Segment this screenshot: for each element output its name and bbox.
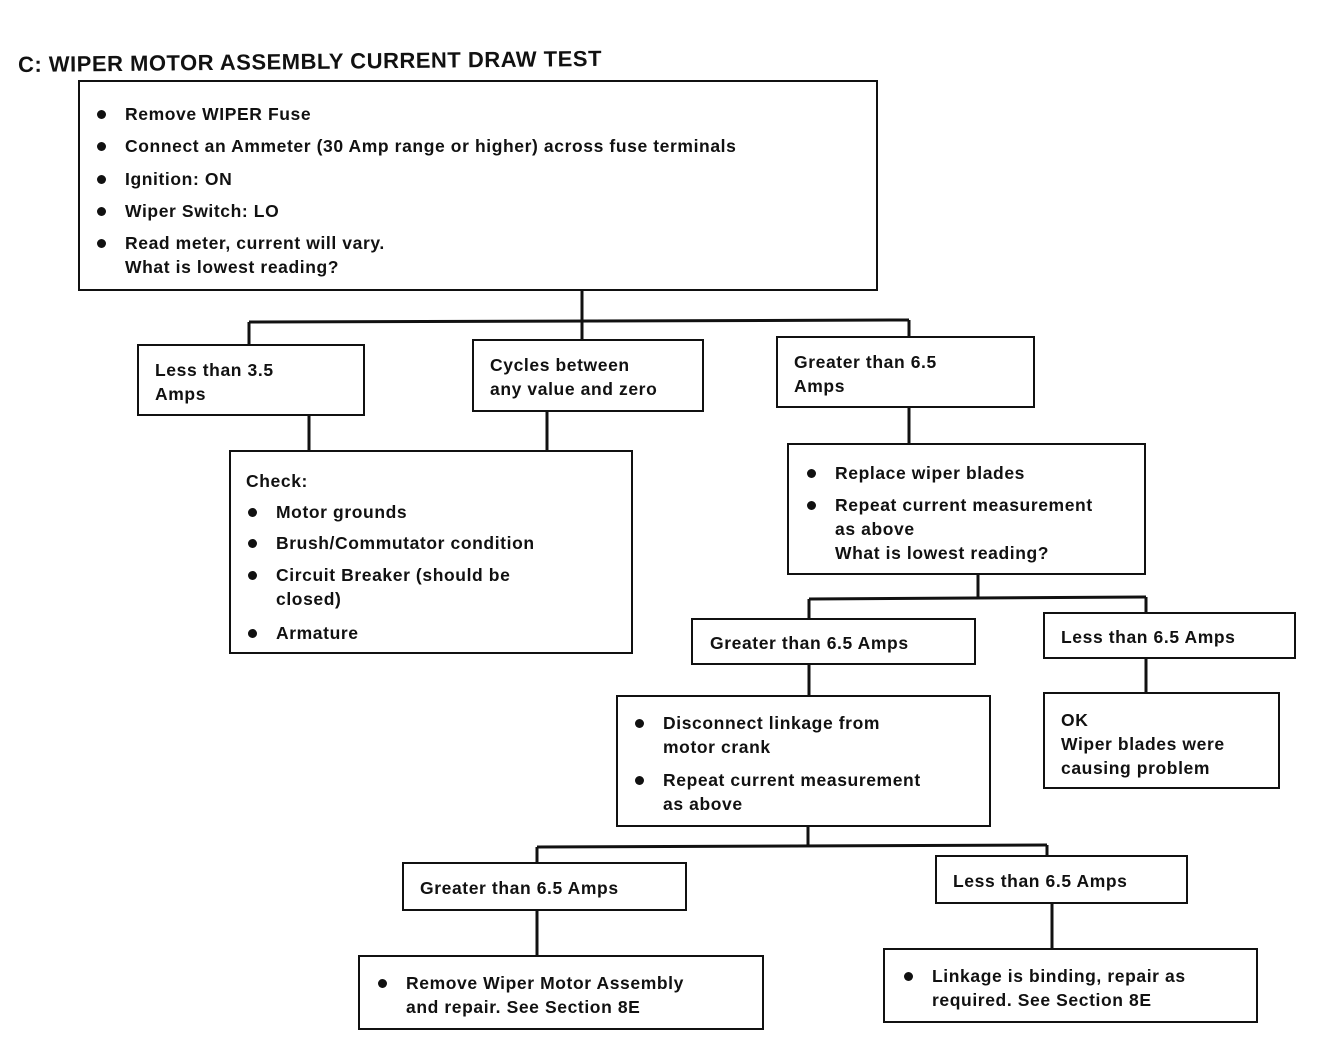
branch-label: Less than 6.5 Amps <box>953 871 1128 891</box>
step-text: Replace wiper blades <box>835 463 1025 483</box>
result-line: OK <box>1061 710 1089 730</box>
step-text: Wiper Switch: LO <box>125 201 280 221</box>
step-text: Linkage is binding, repair as required. … <box>932 966 1186 1010</box>
binding-step-list: Linkage is binding, repair as required. … <box>902 964 1256 1012</box>
branch-label-line: Greater than 6.5 <box>794 352 937 372</box>
blades-step-list: Replace wiper blades Repeat current meas… <box>805 461 1144 565</box>
bullet-icon <box>635 719 644 728</box>
ok-result-box: OK Wiper blades were causing problem <box>1043 692 1280 789</box>
step-text: Disconnect linkage from motor crank <box>663 713 881 757</box>
list-item: Repeat current measurement as above <box>633 768 989 816</box>
bullet-icon <box>904 972 913 981</box>
start-step-list: Remove WIPER Fuse Connect an Ammeter (30… <box>95 102 876 279</box>
branch-less-than-3-5-amps: Less than 3.5 Amps <box>137 344 365 416</box>
result-line: causing problem <box>1061 758 1211 778</box>
bullet-icon <box>97 207 106 216</box>
remove-wiper-motor-box: Remove Wiper Motor Assembly and repair. … <box>358 955 764 1030</box>
list-item: Connect an Ammeter (30 Amp range or high… <box>95 134 876 167</box>
list-item: Remove WIPER Fuse <box>95 102 876 134</box>
list-item: Armature <box>246 621 631 645</box>
bullet-icon <box>807 501 816 510</box>
bullet-icon <box>635 776 644 785</box>
linkage-step-list: Disconnect linkage from motor crank Repe… <box>633 711 989 816</box>
list-item: Circuit Breaker (should be closed) <box>246 563 631 621</box>
bullet-icon <box>248 508 257 517</box>
branch-label: Less than 6.5 Amps <box>1061 627 1236 647</box>
step-text: Repeat current measurement as above <box>663 770 921 814</box>
bullet-icon <box>97 175 106 184</box>
linkage-binding-box: Linkage is binding, repair as required. … <box>883 948 1258 1023</box>
branch-label: Greater than 6.5 Amps <box>710 633 909 653</box>
list-item: Wiper Switch: LO <box>95 199 876 231</box>
list-item: Linkage is binding, repair as required. … <box>902 964 1256 1012</box>
bullet-icon <box>378 979 387 988</box>
list-item: Replace wiper blades <box>805 461 1144 493</box>
list-item: Ignition: ON <box>95 167 876 199</box>
bullet-icon <box>248 629 257 638</box>
bullet-icon <box>807 469 816 478</box>
bullet-icon <box>97 239 106 248</box>
check-item-text: Brush/Commutator condition <box>276 533 535 553</box>
disconnect-linkage-box: Disconnect linkage from motor crank Repe… <box>616 695 991 827</box>
result-line: Wiper blades were <box>1061 734 1225 754</box>
list-item: Brush/Commutator condition <box>246 531 631 563</box>
bullet-icon <box>97 142 106 151</box>
branch-label-line: Amps <box>794 376 846 396</box>
bullet-icon <box>248 571 257 580</box>
connector-line <box>808 595 1147 601</box>
step-text: Read meter, current will vary. What is l… <box>125 233 385 277</box>
check-item-text: Motor grounds <box>276 502 408 522</box>
list-item: Repeat current measurement as above What… <box>805 493 1144 565</box>
list-item: Disconnect linkage from motor crank <box>633 711 989 768</box>
linkage-greater-than-6-5-amps: Greater than 6.5 Amps <box>402 862 687 911</box>
motor-step-list: Remove Wiper Motor Assembly and repair. … <box>376 971 762 1019</box>
branch-label-line: Less than 3.5 <box>155 360 274 380</box>
list-item: Motor grounds <box>246 500 631 531</box>
branch-label-line: Cycles between <box>490 355 630 375</box>
check-components-box: Check: Motor grounds Brush/Commutator co… <box>229 450 633 654</box>
branch-cycles-between-value-and-zero: Cycles between any value and zero <box>472 339 704 412</box>
connector-line <box>536 843 1048 849</box>
check-list: Motor grounds Brush/Commutator condition… <box>246 500 631 645</box>
check-item-text: Circuit Breaker (should be closed) <box>276 565 511 609</box>
branch-label: Greater than 6.5 Amps <box>420 878 619 898</box>
step-text: Connect an Ammeter (30 Amp range or high… <box>125 136 737 156</box>
branch-greater-than-6-5-amps: Greater than 6.5 Amps <box>776 336 1035 408</box>
list-item: Remove Wiper Motor Assembly and repair. … <box>376 971 762 1019</box>
step-text: Remove Wiper Motor Assembly and repair. … <box>406 973 684 1017</box>
blades-greater-than-6-5-amps: Greater than 6.5 Amps <box>691 618 976 665</box>
blades-less-than-6-5-amps: Less than 6.5 Amps <box>1043 612 1296 659</box>
step-text: Remove WIPER Fuse <box>125 104 312 124</box>
step-text: Ignition: ON <box>125 169 233 189</box>
list-item: Read meter, current will vary. What is l… <box>95 231 876 279</box>
check-item-text: Armature <box>276 623 359 643</box>
bullet-icon <box>248 539 257 548</box>
branch-label-line: Amps <box>155 384 207 404</box>
bullet-icon <box>97 110 106 119</box>
linkage-less-than-6-5-amps: Less than 6.5 Amps <box>935 855 1188 904</box>
connector-line <box>248 318 910 324</box>
step-text: Repeat current measurement as above What… <box>835 495 1093 563</box>
replace-wiper-blades-box: Replace wiper blades Repeat current meas… <box>787 443 1146 575</box>
check-heading: Check: <box>246 471 308 491</box>
start-step-box: Remove WIPER Fuse Connect an Ammeter (30… <box>78 80 878 291</box>
branch-label-line: any value and zero <box>490 379 658 399</box>
